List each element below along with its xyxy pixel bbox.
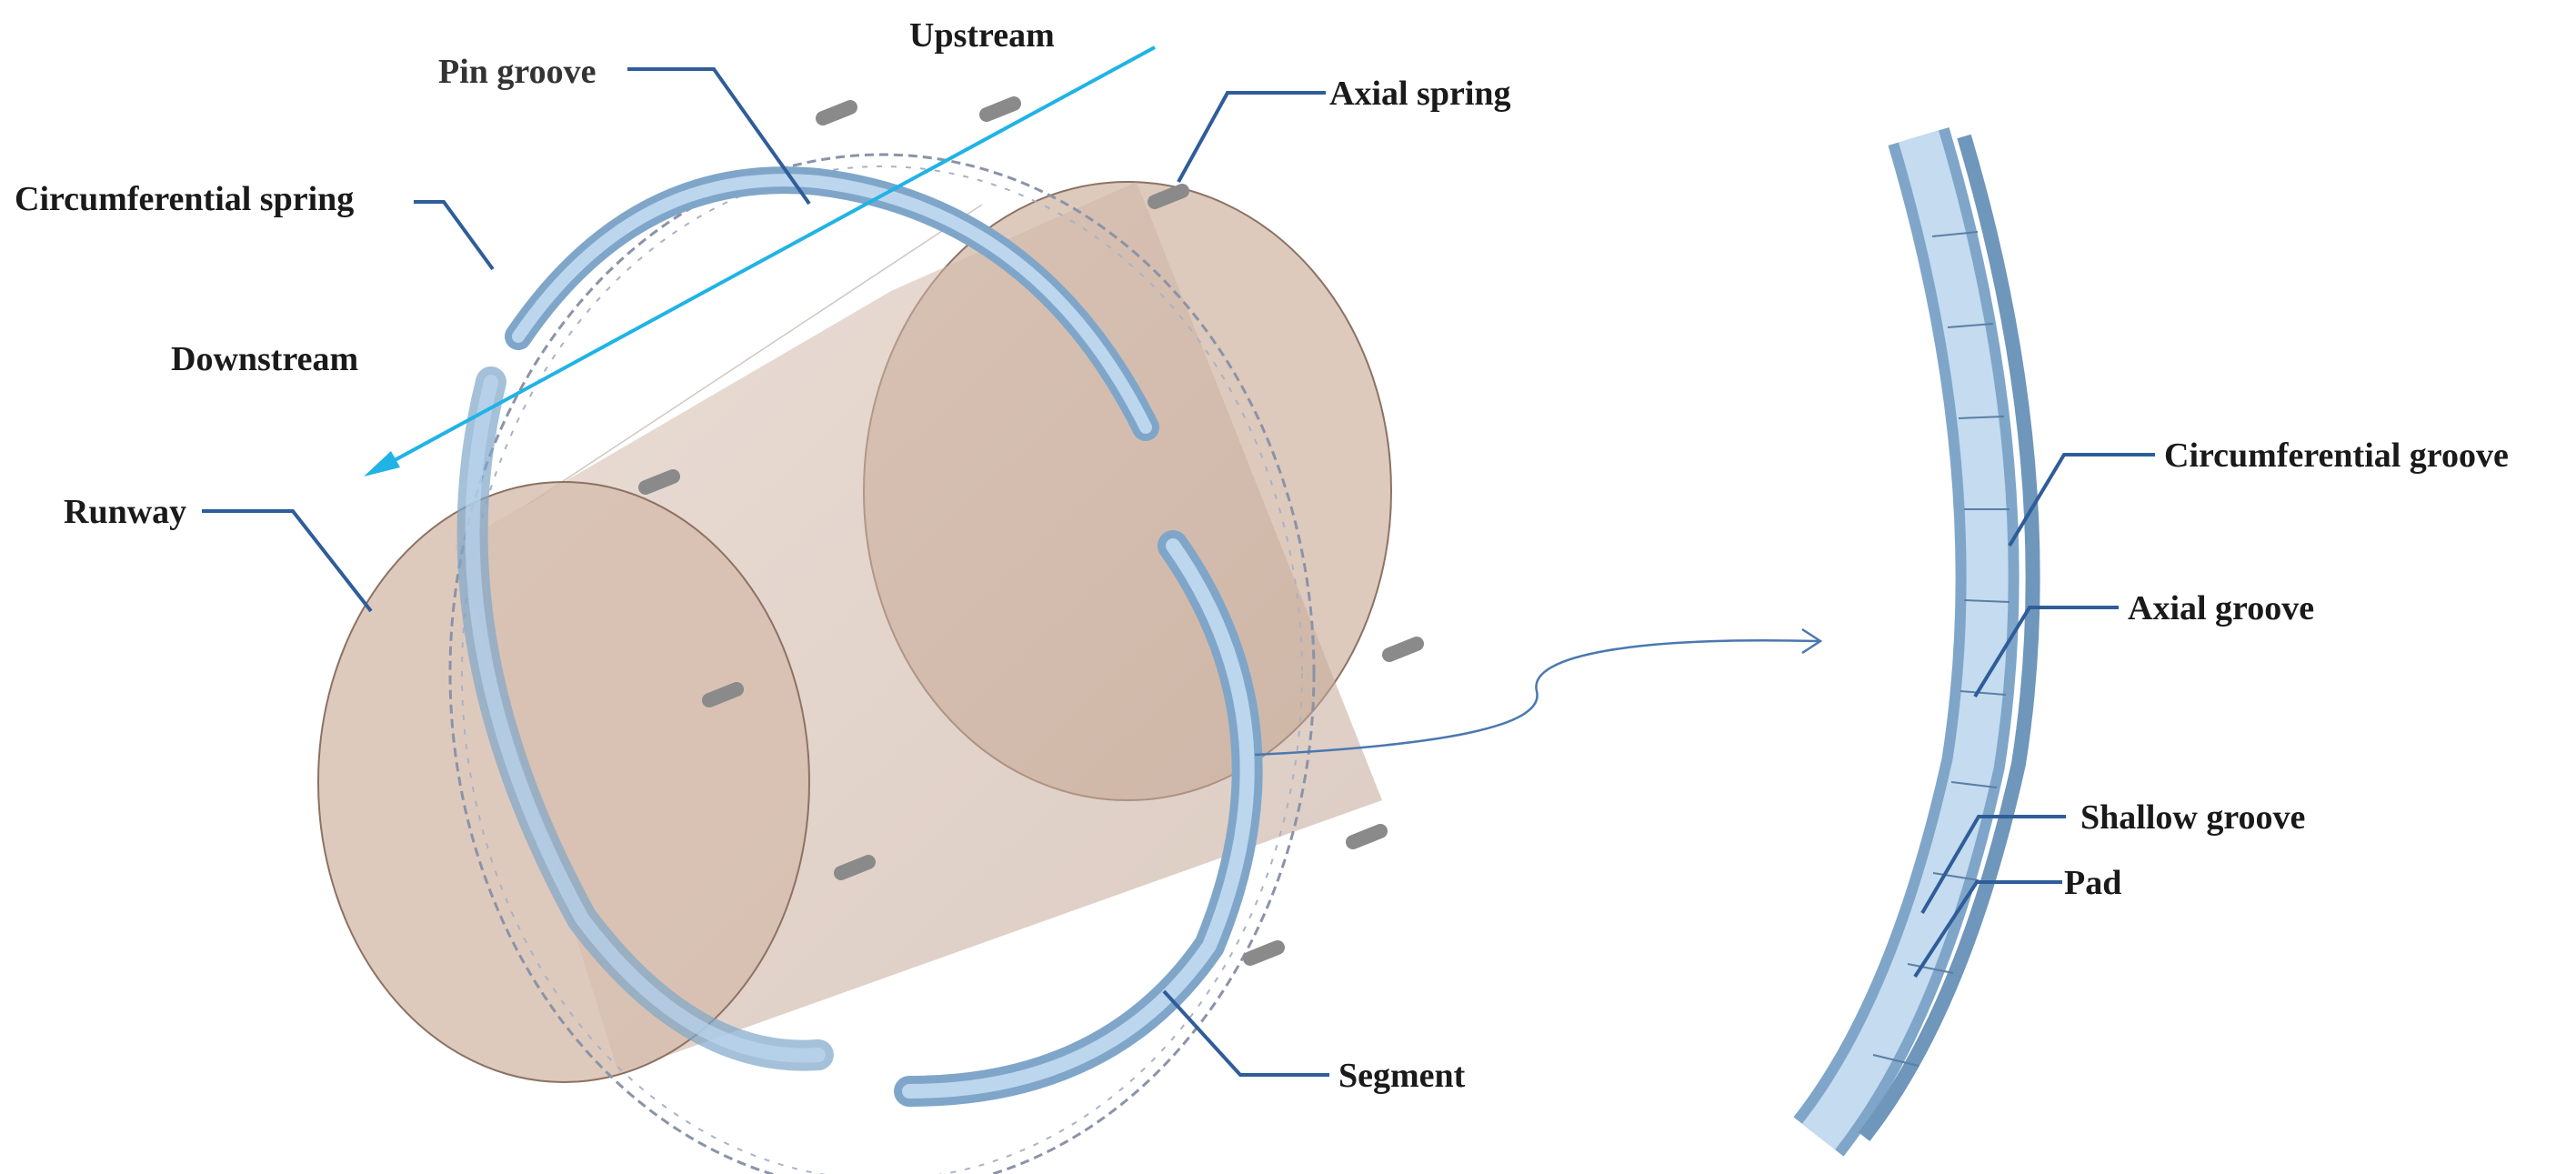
segment-ring — [456, 166, 1263, 1107]
runway-top-edge — [526, 204, 983, 506]
leader-runway — [202, 509, 373, 613]
axial-pin — [1243, 940, 1285, 966]
circumferential-spring — [448, 153, 1316, 1174]
detail-segment — [1793, 127, 2040, 1157]
segment-left-arc-face — [465, 375, 826, 1063]
label-shallow-groove: Shallow groove — [2080, 798, 2306, 837]
leader-circumferential-groove — [2008, 453, 2155, 547]
detail-callout-arrowhead — [1801, 627, 1823, 655]
label-axial-groove: Axial groove — [2128, 589, 2315, 627]
segment-upper-arc-face — [512, 174, 1152, 434]
flow-direction-arrow — [364, 45, 1156, 477]
label-downstream: Downstream — [171, 340, 359, 378]
label-circumferential-spring: Circumferential spring — [15, 180, 355, 218]
axial-pin — [834, 855, 876, 880]
detail-segment-rim — [1858, 134, 2040, 1141]
label-pin-groove: Pin groove — [438, 53, 596, 91]
leader-circumferential-spring — [414, 200, 495, 271]
spring-ring — [448, 153, 1316, 1174]
leader-axial-groove — [1973, 606, 2119, 698]
leader-axial-spring — [1177, 91, 1326, 183]
runway-cylinder — [317, 181, 1392, 1083]
label-axial-spring: Axial spring — [1329, 75, 1511, 113]
segment-right-arc-face — [902, 538, 1255, 1099]
label-pad: Pad — [2064, 864, 2122, 902]
label-circumferential-groove: Circumferential groove — [2164, 436, 2509, 475]
leader-pad — [1913, 880, 2062, 978]
axial-pin — [702, 682, 744, 707]
axial-spring-pins — [638, 96, 1424, 966]
runway-near-end — [317, 481, 810, 1083]
label-upstream: Upstream — [909, 16, 1055, 55]
leader-lines — [202, 67, 2155, 1077]
leader-segment — [1162, 989, 1329, 1077]
axial-pin — [1346, 824, 1388, 849]
spring-ring-inner — [461, 166, 1303, 1174]
label-runway: Runway — [64, 493, 187, 531]
leader-pin-groove — [627, 67, 811, 206]
detail-pads — [1872, 231, 2010, 1067]
axial-pin — [816, 100, 857, 125]
label-segment: Segment — [1338, 1057, 1466, 1095]
detail-segment-face — [1801, 130, 2009, 1150]
detail-callout-arrow — [1254, 638, 1819, 757]
leader-shallow-groove — [1920, 815, 2066, 915]
axial-pin — [1148, 184, 1189, 209]
axial-pin — [638, 469, 680, 495]
axial-pin — [979, 96, 1021, 122]
axial-pin — [1382, 637, 1424, 662]
